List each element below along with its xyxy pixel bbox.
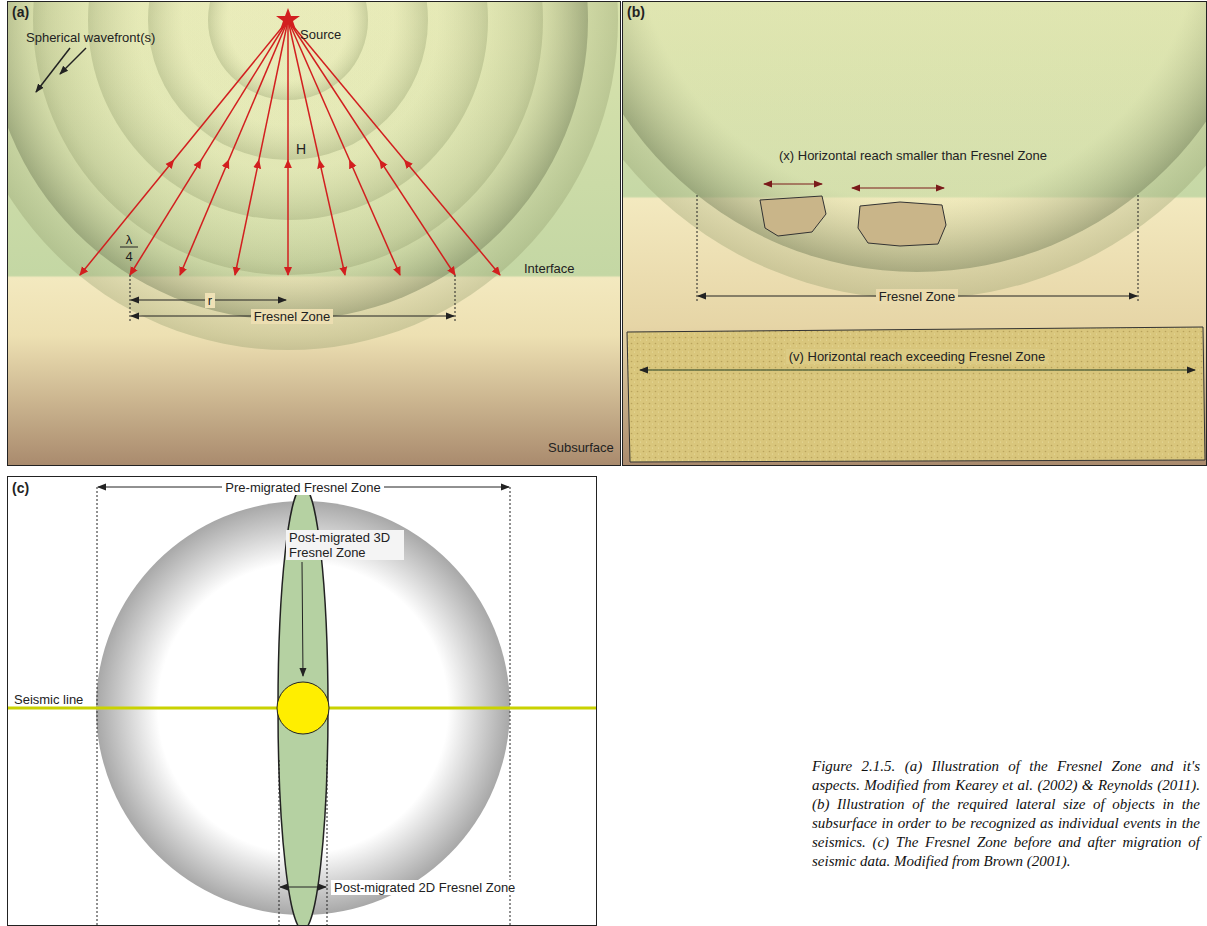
ray	[235, 20, 288, 275]
reflected-ray-head	[288, 20, 455, 275]
ray	[288, 20, 500, 275]
annotation-label: 4	[125, 249, 132, 264]
figure-caption: Figure 2.1.5. (a) Illustration of the Fr…	[812, 757, 1200, 871]
ray	[180, 20, 288, 275]
annotation-label: Pre-migrated Fresnel Zone	[222, 480, 383, 495]
annotation-label: Interface	[524, 261, 575, 276]
annotation-label: Fresnel Zone	[251, 309, 334, 324]
panel-letter: (a)	[12, 5, 29, 20]
annotation-label: Source	[300, 27, 341, 42]
reflected-ray-head	[235, 20, 288, 275]
reflected-ray-head	[288, 20, 400, 275]
reflected-ray-head	[288, 20, 345, 275]
panel-letter: (c)	[12, 481, 29, 496]
annotation-label: Subsurface	[548, 440, 614, 455]
annotation-label: λ	[126, 232, 133, 247]
annotation-label: (v) Horizontal reach exceeding Fresnel Z…	[786, 349, 1049, 364]
annotation-label: Fresnel Zone	[876, 289, 959, 304]
ray	[130, 20, 288, 275]
annotation-label: Post-migrated 3D Fresnel Zone	[286, 530, 404, 560]
annotation-label: (x) Horizontal reach smaller than Fresne…	[779, 148, 1047, 163]
reflected-ray-head	[288, 20, 500, 275]
annotation-label: Spherical wavefront(s)	[26, 30, 155, 45]
reflected-ray-head	[287, 20, 289, 275]
panel-letter: (b)	[627, 5, 645, 20]
annotation-label: Seismic line	[14, 692, 83, 707]
annotation-label: r	[205, 293, 215, 308]
ray	[288, 20, 345, 275]
ray	[288, 20, 400, 275]
annotation-label: Post-migrated 2D Fresnel Zone	[331, 880, 518, 895]
reflected-ray-head	[130, 20, 288, 275]
ray	[80, 20, 288, 275]
reflected-ray-head	[180, 20, 288, 275]
reflected-ray-head	[80, 20, 288, 275]
ray	[288, 20, 455, 275]
annotation-label: H	[296, 142, 306, 157]
ray	[287, 20, 289, 275]
